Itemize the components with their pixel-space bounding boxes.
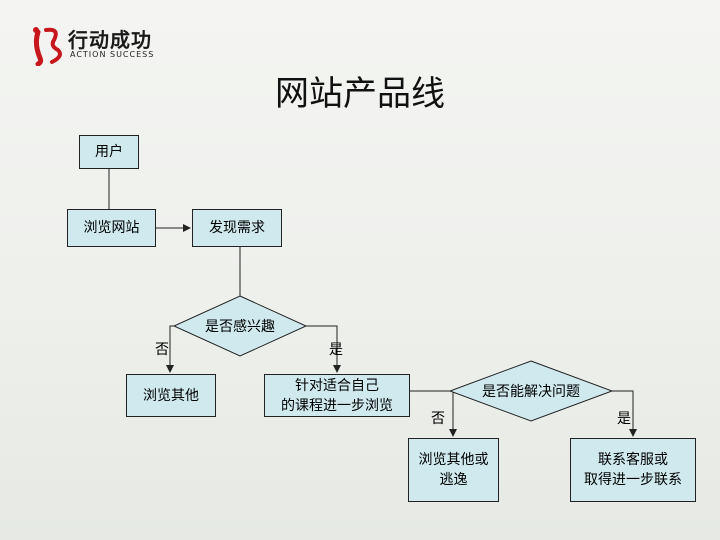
label-solve-no: 否 xyxy=(431,411,445,427)
company-logo: 行动成功 ACTION SUCCESS xyxy=(30,22,180,66)
node-contact-service-line2: 取得进一步联系 xyxy=(584,472,682,488)
label-solve-yes: 是 xyxy=(617,411,631,427)
node-user-text: 用户 xyxy=(95,144,123,160)
decision-interested-text: 是否感兴趣 xyxy=(205,319,275,335)
node-targeted-browse: 针对适合自己 的课程进一步浏览 xyxy=(264,374,410,417)
logo-mark-icon xyxy=(33,27,62,66)
node-discover-need: 发现需求 xyxy=(192,209,282,247)
page-title: 网站产品线 xyxy=(275,74,445,114)
decision-solve-shape xyxy=(448,360,614,422)
arrow-yes-to-contact xyxy=(612,390,637,437)
node-targeted-browse-line2: 的课程进一步浏览 xyxy=(281,397,393,414)
node-browse-or-leave: 浏览其他或 逃逸 xyxy=(408,438,499,502)
logo-chinese-text: 行动成功 xyxy=(68,28,152,52)
decision-solve-text: 是否能解决问题 xyxy=(482,384,580,400)
node-discover-need-text: 发现需求 xyxy=(209,220,265,236)
arrow-no-to-browse-other xyxy=(166,325,174,373)
logo-english-text: ACTION SUCCESS xyxy=(70,50,155,59)
arrow-no-to-leave xyxy=(449,390,457,437)
node-contact-service: 联系客服或 取得进一步联系 xyxy=(570,438,696,502)
node-targeted-browse-line1: 针对适合自己 xyxy=(295,377,379,394)
node-browse-site-text: 浏览网站 xyxy=(83,220,140,236)
label-interested-yes: 是 xyxy=(329,342,343,358)
node-browse-other-text: 浏览其他 xyxy=(143,387,199,404)
label-interested-no: 否 xyxy=(155,342,169,358)
node-browse-or-leave-line1: 浏览其他或 xyxy=(418,452,489,468)
arrow-yes-to-targeted xyxy=(306,325,341,373)
node-browse-other: 浏览其他 xyxy=(126,374,216,417)
node-user: 用户 xyxy=(79,135,139,169)
node-browse-site: 浏览网站 xyxy=(67,209,156,247)
node-contact-service-line1: 联系客服或 xyxy=(598,452,668,468)
decision-interested-shape xyxy=(172,295,308,357)
node-browse-or-leave-line2: 逃逸 xyxy=(439,472,468,488)
